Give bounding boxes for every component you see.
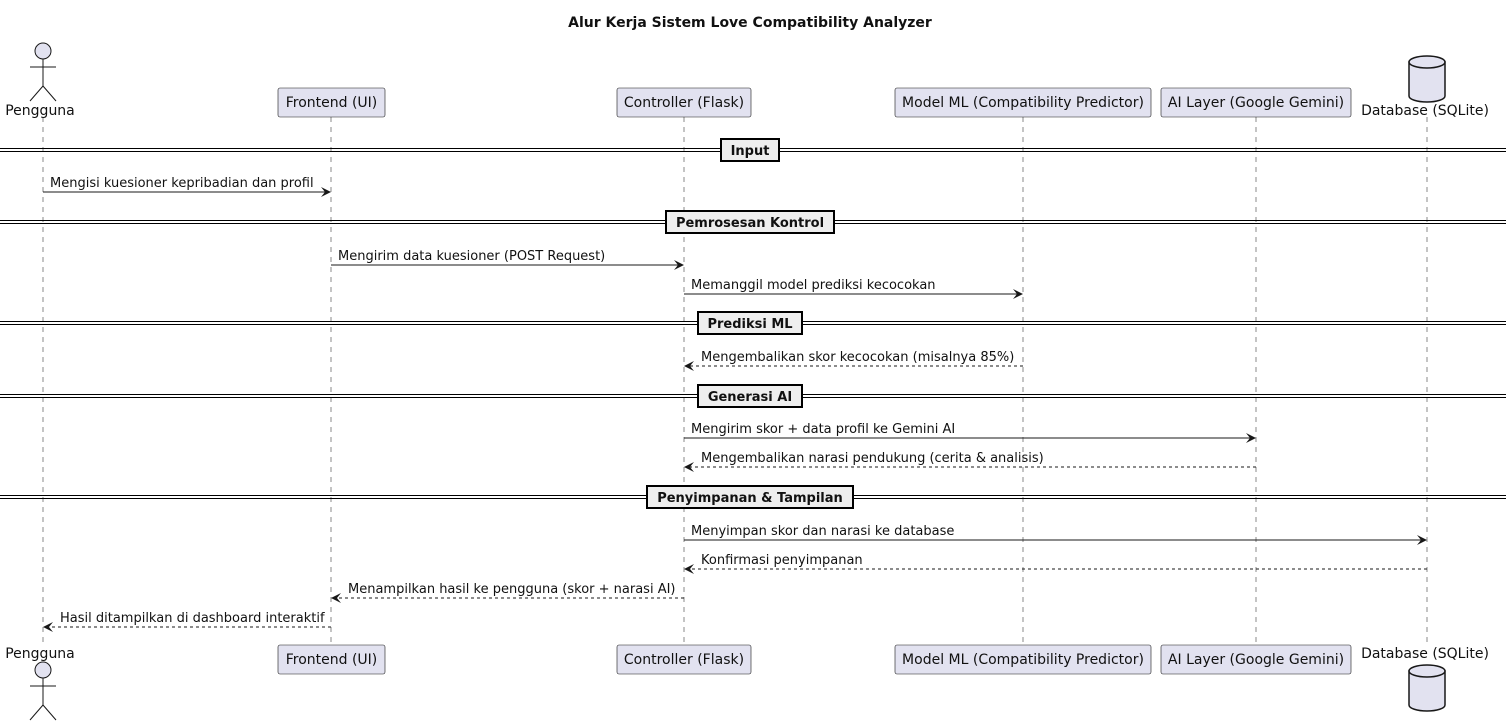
participant-db-bottom: Database (SQLite) xyxy=(1361,646,1489,712)
message: Hasil ditampilkan di dashboard interakti… xyxy=(43,611,331,632)
message-label: Menyimpan skor dan narasi ke database xyxy=(691,524,954,539)
message-label: Menampilkan hasil ke pengguna (skor + na… xyxy=(348,582,676,597)
participant-user-top: Pengguna xyxy=(5,42,75,119)
actor-icon xyxy=(29,42,57,102)
participant-label: Frontend (UI) xyxy=(286,652,378,668)
section-divider: Pemrosesan Kontrol xyxy=(0,210,1506,234)
participant-user-bottom: Pengguna xyxy=(5,646,75,721)
message: Mengisi kuesioner kepribadian dan profil xyxy=(43,176,331,197)
participant-ml-bottom: Model ML (Compatibility Predictor) xyxy=(894,644,1152,675)
section-divider: Input xyxy=(0,138,1506,162)
actor-icon xyxy=(29,661,57,721)
section-divider: Prediksi ML xyxy=(0,311,1506,335)
participant-label: Pengguna xyxy=(5,646,75,662)
message-label: Mengembalikan narasi pendukung (cerita &… xyxy=(701,451,1044,466)
participant-label: Database (SQLite) xyxy=(1361,646,1489,662)
section-label: Input xyxy=(731,144,770,159)
message: Mengembalikan skor kecocokan (misalnya 8… xyxy=(684,350,1023,371)
diagram-title: Alur Kerja Sistem Love Compatibility Ana… xyxy=(568,15,932,31)
section-label: Penyimpanan & Tampilan xyxy=(657,491,843,506)
message-label: Memanggil model prediksi kecocokan xyxy=(691,278,936,293)
section-label: Generasi AI xyxy=(708,390,792,405)
participant-label: AI Layer (Google Gemini) xyxy=(1168,95,1344,111)
message: Mengirim data kuesioner (POST Request) xyxy=(331,249,684,270)
participant-ui-top: Frontend (UI) xyxy=(277,87,386,118)
participant-db-top: Database (SQLite) xyxy=(1361,55,1489,119)
message: Konfirmasi penyimpanan xyxy=(684,553,1427,574)
participant-ai-top: AI Layer (Google Gemini) xyxy=(1160,87,1352,118)
participant-label: Model ML (Compatibility Predictor) xyxy=(902,95,1144,111)
participant-label: AI Layer (Google Gemini) xyxy=(1168,652,1344,668)
participant-label: Controller (Flask) xyxy=(624,652,744,668)
messages: Mengisi kuesioner kepribadian dan profil… xyxy=(43,176,1427,632)
participant-ctrl-bottom: Controller (Flask) xyxy=(616,644,752,675)
participant-ml-top: Model ML (Compatibility Predictor) xyxy=(894,87,1152,118)
lifelines xyxy=(42,117,1428,645)
section-label: Pemrosesan Kontrol xyxy=(676,216,824,231)
participant-ui-bottom: Frontend (UI) xyxy=(277,644,386,675)
participant-label: Controller (Flask) xyxy=(624,95,744,111)
message-label: Konfirmasi penyimpanan xyxy=(701,553,863,568)
section-label: Prediksi ML xyxy=(707,317,792,332)
database-icon xyxy=(1408,664,1446,712)
participant-ai-bottom: AI Layer (Google Gemini) xyxy=(1160,644,1352,675)
message-label: Mengirim skor + data profil ke Gemini AI xyxy=(691,422,955,437)
message-label: Mengembalikan skor kecocokan (misalnya 8… xyxy=(701,350,1014,365)
message: Mengirim skor + data profil ke Gemini AI xyxy=(684,422,1256,443)
participant-label: Model ML (Compatibility Predictor) xyxy=(902,652,1144,668)
message: Memanggil model prediksi kecocokan xyxy=(684,278,1023,299)
participant-label: Database (SQLite) xyxy=(1361,103,1489,119)
message: Mengembalikan narasi pendukung (cerita &… xyxy=(684,451,1256,472)
message-label: Hasil ditampilkan di dashboard interakti… xyxy=(60,611,325,626)
participant-label: Pengguna xyxy=(5,103,75,119)
message: Menampilkan hasil ke pengguna (skor + na… xyxy=(331,582,684,603)
section-divider: Penyimpanan & Tampilan xyxy=(0,485,1506,509)
section-divider: Generasi AI xyxy=(0,384,1506,408)
message: Menyimpan skor dan narasi ke database xyxy=(684,524,1427,545)
database-icon xyxy=(1408,55,1446,103)
message-label: Mengirim data kuesioner (POST Request) xyxy=(338,249,605,264)
participant-ctrl-top: Controller (Flask) xyxy=(616,87,752,118)
participant-label: Frontend (UI) xyxy=(286,95,378,111)
message-label: Mengisi kuesioner kepribadian dan profil xyxy=(50,176,314,191)
